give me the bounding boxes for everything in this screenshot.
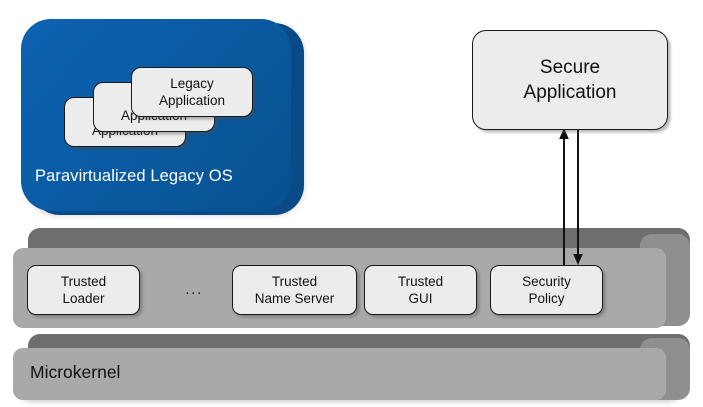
secure-app-policy-arrows	[559, 127, 583, 265]
trusted-loader-box[interactable]: Trusted Loader	[27, 265, 140, 315]
secure-application-line2: Application	[523, 82, 617, 103]
legacy-application-box-1[interactable]: Legacy Application	[131, 67, 253, 117]
arrow-up-icon	[559, 128, 569, 265]
security-policy-line2: Policy	[528, 291, 565, 306]
trusted-gui-box[interactable]: Trusted GUI	[364, 265, 477, 315]
services-ellipsis: ...	[185, 281, 203, 298]
legacy-application-line1-1: Legacy	[170, 76, 214, 91]
legacy-application-line2-1: Application	[158, 93, 226, 108]
trusted-name-server-box[interactable]: Trusted Name Server	[232, 265, 357, 315]
arrow-down-icon	[573, 127, 583, 265]
trusted-gui-line2: GUI	[408, 291, 433, 306]
secure-application-box[interactable]: Secure Application	[472, 30, 668, 130]
legacy-os-container: Legacy Application Legacy Application Le…	[21, 19, 304, 215]
trusted-loader-line2: Loader	[62, 291, 105, 306]
trusted-loader-line1: Trusted	[60, 274, 107, 289]
legacy-os-label: Paravirtualized Legacy OS	[35, 167, 233, 185]
security-policy-box[interactable]: Security Policy	[490, 265, 603, 315]
microkernel-bar: Microkernel	[0, 334, 703, 407]
secure-application-line1: Secure	[539, 57, 601, 78]
security-policy-line1: Security	[522, 274, 571, 289]
trusted-name-server-line2: Name Server	[254, 291, 335, 306]
trusted-name-server-line1: Trusted	[271, 274, 318, 289]
microkernel-bar-face	[13, 348, 666, 400]
microkernel-label: Microkernel	[30, 362, 121, 382]
trusted-gui-line1: Trusted	[397, 274, 444, 289]
